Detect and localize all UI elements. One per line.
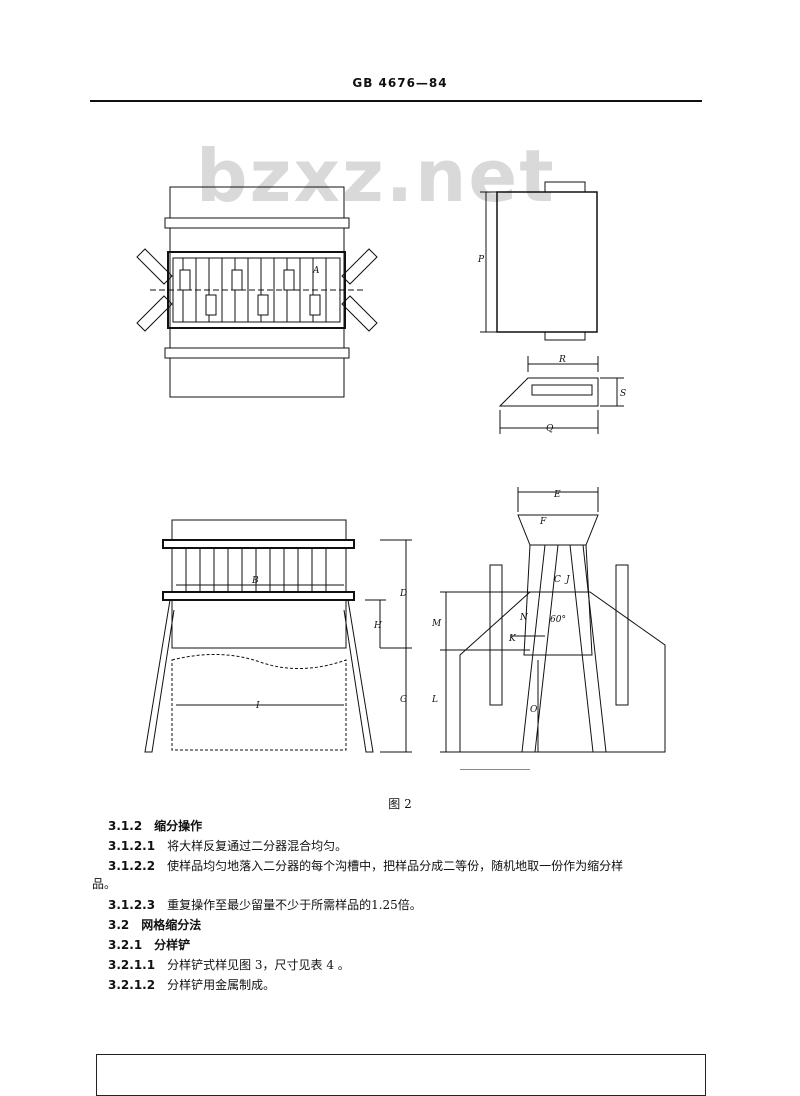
clause-number: 3.2 xyxy=(108,918,130,932)
label-C: C xyxy=(554,575,561,585)
paragraph-3-1-2-1: 3.1.2.1 将大样反复通过二分器混合均匀。 xyxy=(108,839,347,853)
paragraph-3-1-2: 3.1.2 缩分操作 xyxy=(108,819,202,833)
clause-number: 3.2.1.2 xyxy=(108,978,156,992)
paragraph-3-2: 3.2 网格缩分法 xyxy=(108,918,201,932)
clause-text: 分样铲式样见图 3，尺寸见表 4 。 xyxy=(167,958,350,972)
label-D: D xyxy=(399,589,407,599)
paragraph-3-1-2-2-cont: 品。 xyxy=(92,877,116,891)
clause-text: 缩分操作 xyxy=(154,819,203,833)
label-I-front: I xyxy=(255,701,260,711)
clause-number: 3.1.2.3 xyxy=(108,898,156,912)
label-P: P xyxy=(477,255,485,265)
label-G: G xyxy=(400,695,407,705)
label-E: E xyxy=(553,490,561,500)
label-J: J xyxy=(564,575,571,585)
label-R: R xyxy=(558,355,566,365)
clause-text: 将大样反复通过二分器混合均匀。 xyxy=(167,839,348,853)
clause-text: 品。 xyxy=(92,877,117,891)
divider-end-view xyxy=(440,487,666,770)
divider-side-view xyxy=(480,181,624,434)
paragraph-3-2-1-2: 3.2.1.2 分样铲用金属制成。 xyxy=(108,978,275,992)
paragraph-3-2-1-1: 3.2.1.1 分样铲式样见图 3，尺寸见表 4 。 xyxy=(108,958,350,972)
clause-number: 3.1.2.1 xyxy=(108,839,156,853)
clause-number: 3.1.2 xyxy=(108,819,143,833)
standard-number: GB 4676—84 xyxy=(352,76,448,90)
figure-labels: A P R S Q B D H G I E F C J M N K 60° L … xyxy=(251,255,626,715)
header-rule xyxy=(90,100,702,102)
label-K: K xyxy=(508,634,517,644)
footer-frame xyxy=(96,1054,706,1096)
clause-number: 3.2.1.1 xyxy=(108,958,156,972)
label-N: N xyxy=(519,613,529,623)
clause-number: 3.1.2.2 xyxy=(108,859,156,873)
paragraph-3-1-2-3: 3.1.2.3 重复操作至最少留量不少于所需样品的1.25倍。 xyxy=(108,898,422,912)
label-B: B xyxy=(251,576,259,586)
clause-text: 分样铲用金属制成。 xyxy=(167,978,276,992)
label-S: S xyxy=(620,389,626,399)
label-Q: Q xyxy=(546,424,554,434)
clause-text: 重复操作至最少留量不少于所需样品的1.25倍。 xyxy=(167,898,422,912)
label-L: L xyxy=(431,695,438,705)
divider-top-view xyxy=(136,186,378,398)
label-M: M xyxy=(431,619,442,629)
divider-front-view xyxy=(144,519,412,753)
label-angle: 60° xyxy=(550,615,566,625)
clause-text: 分样铲 xyxy=(154,938,191,952)
label-F: F xyxy=(539,517,547,527)
figure-2-drawing: A P R S Q B D H G I E F C J M N K 60° L … xyxy=(136,181,666,770)
label-H: H xyxy=(373,621,382,631)
label-A: A xyxy=(312,266,320,276)
paragraph-3-2-1: 3.2.1 分样铲 xyxy=(108,938,190,952)
clause-number: 3.2.1 xyxy=(108,938,143,952)
figure-caption: 图 2 xyxy=(388,797,412,811)
watermark: bzxz.net xyxy=(196,134,556,218)
label-O: O xyxy=(530,705,538,715)
clause-text: 使样品均匀地落入二分器的每个沟槽中，把样品分成二等份，随机地取一份作为缩分样 xyxy=(167,859,624,873)
paragraph-3-1-2-2: 3.1.2.2 使样品均匀地落入二分器的每个沟槽中，把样品分成二等份，随机地取一份… xyxy=(108,859,623,873)
clause-text: 网格缩分法 xyxy=(141,918,202,932)
